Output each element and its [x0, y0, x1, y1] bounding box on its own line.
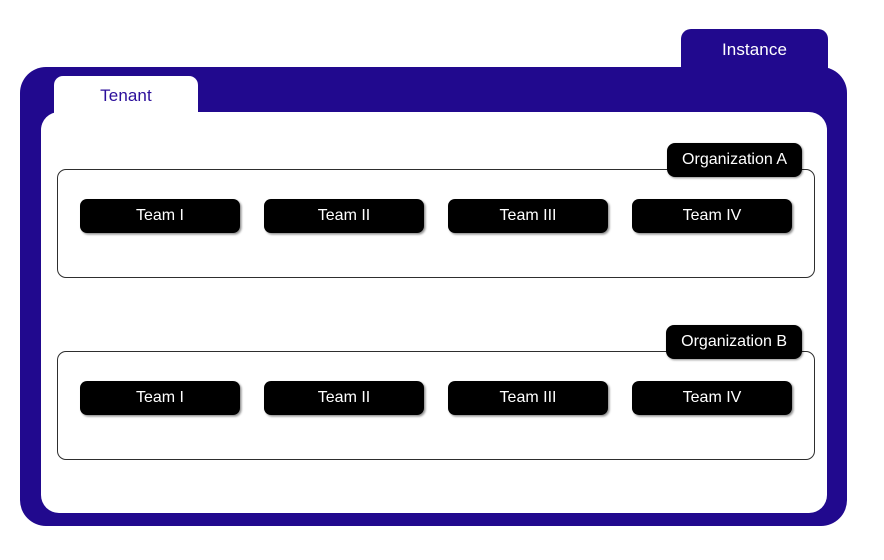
- team-box[interactable]: Team III: [448, 199, 608, 233]
- tenant-tab[interactable]: Tenant: [54, 76, 198, 115]
- team-box[interactable]: Team IV: [632, 381, 792, 415]
- team-box[interactable]: Team I: [80, 199, 240, 233]
- team-label: Team II: [317, 389, 371, 406]
- team-box[interactable]: Team II: [264, 381, 424, 415]
- team-label: Team III: [499, 207, 557, 224]
- team-label: Team I: [135, 207, 184, 224]
- instance-tab[interactable]: Instance: [681, 29, 828, 69]
- team-box[interactable]: Team I: [80, 381, 240, 415]
- team-box[interactable]: Team II: [264, 199, 424, 233]
- team-label: Team IV: [682, 207, 742, 224]
- tenant-container: Organization A Team I Team II Team III T…: [41, 112, 827, 513]
- organization-panel-b: Team I Team II Team III Team IV: [57, 351, 815, 460]
- team-label: Team II: [317, 207, 371, 224]
- organization-tab-b[interactable]: Organization B: [666, 325, 802, 359]
- team-label: Team III: [499, 389, 557, 406]
- instance-tab-label: Instance: [721, 39, 788, 59]
- team-box[interactable]: Team III: [448, 381, 608, 415]
- tenant-tab-label: Tenant: [100, 86, 152, 105]
- organization-tab-b-label: Organization B: [681, 333, 787, 350]
- organization-panel-a: Team I Team II Team III Team IV: [57, 169, 815, 278]
- team-row-b: Team I Team II Team III Team IV: [80, 381, 792, 415]
- team-label: Team I: [135, 389, 184, 406]
- team-row-a: Team I Team II Team III Team IV: [80, 199, 792, 233]
- organization-tab-a-label: Organization A: [682, 151, 787, 168]
- organization-tab-a[interactable]: Organization A: [667, 143, 802, 177]
- team-label: Team IV: [682, 389, 742, 406]
- team-box[interactable]: Team IV: [632, 199, 792, 233]
